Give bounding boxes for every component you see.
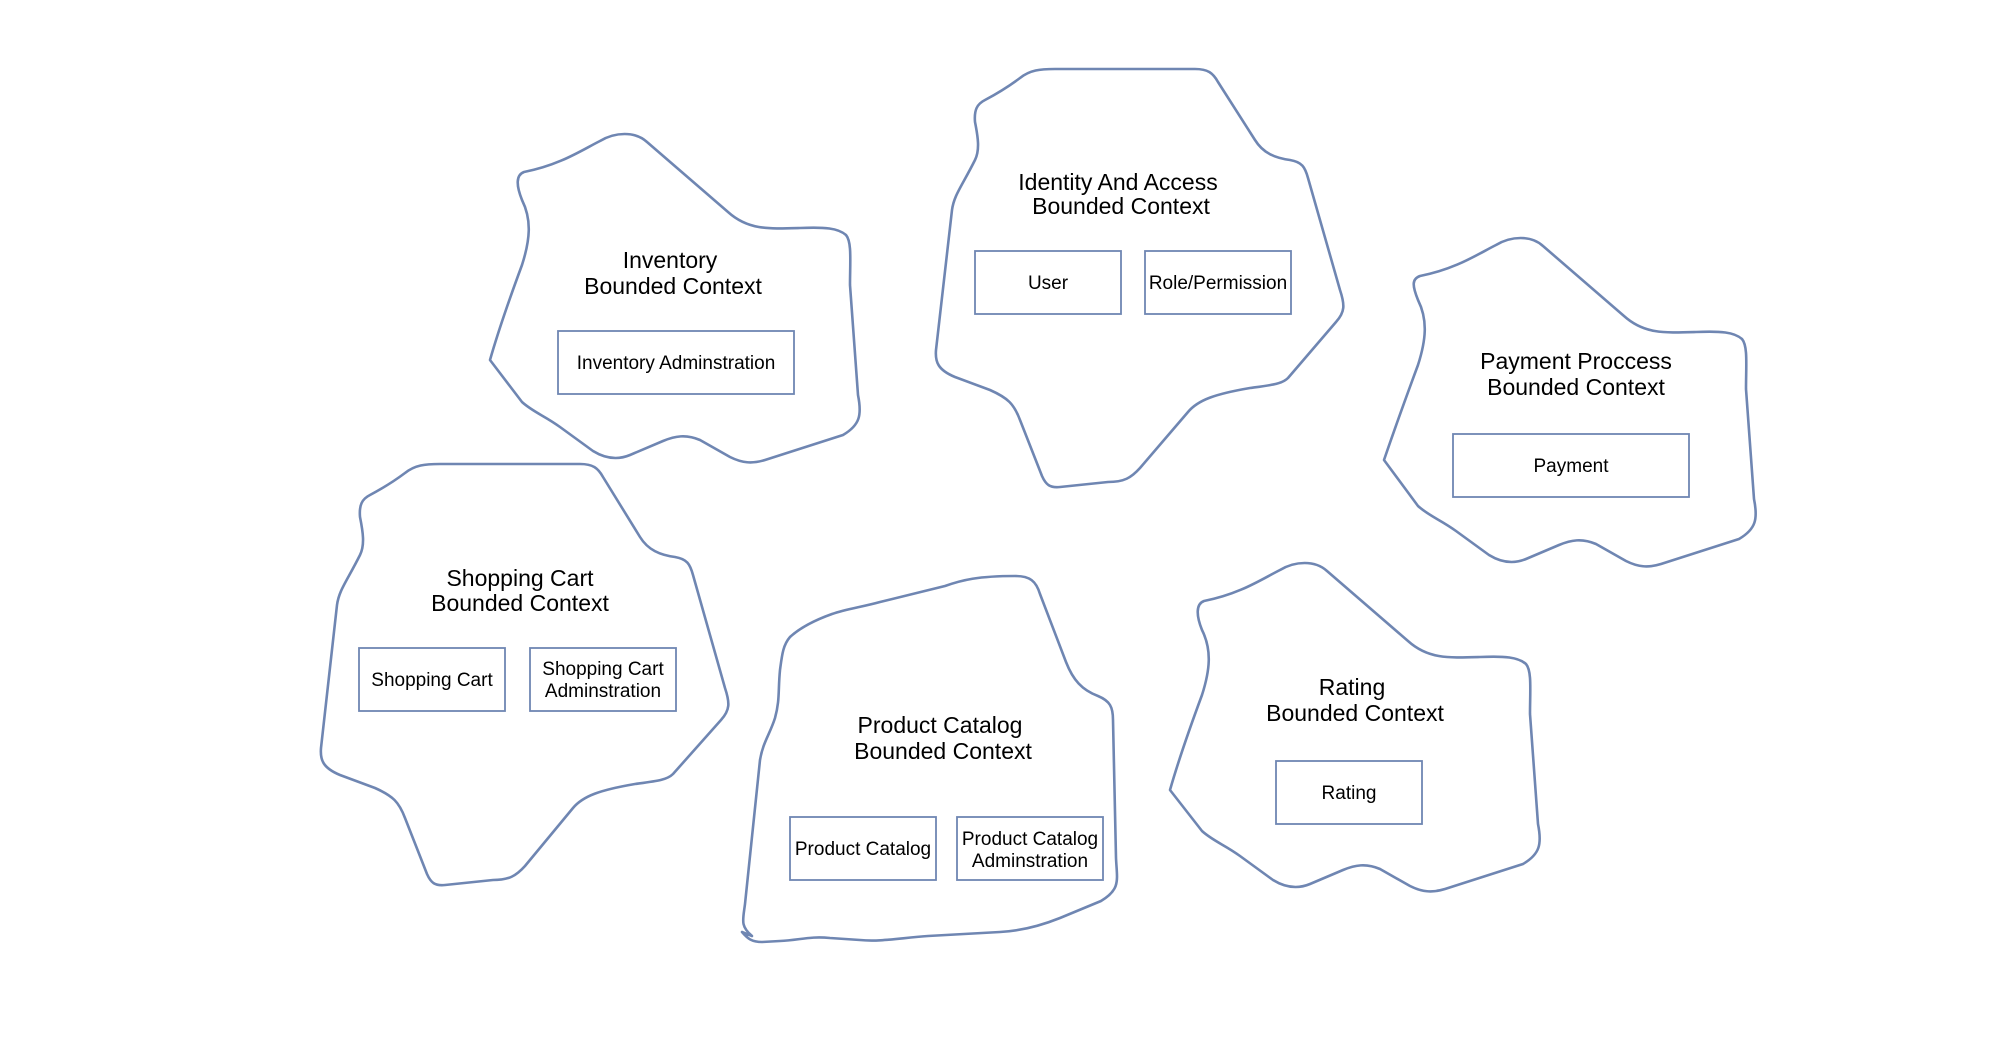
module-box[interactable]: Payment xyxy=(1452,433,1690,498)
module-box-frame xyxy=(1275,760,1423,825)
context-shopping-cart-outline xyxy=(319,462,730,887)
context-title-line: Inventory xyxy=(623,247,718,273)
module-label: Shopping Cart xyxy=(542,659,664,680)
module-box[interactable]: Shopping Cart Adminstration xyxy=(529,647,677,712)
context-identity-access-outline xyxy=(934,67,1345,489)
context-rating: Rating Bounded Context Rating xyxy=(1168,561,1542,893)
context-title-line: Bounded Context xyxy=(1487,374,1665,400)
module-label: User xyxy=(1028,273,1069,294)
module-box[interactable]: Shopping Cart xyxy=(358,647,506,712)
module-box-frame xyxy=(529,647,677,712)
context-payment: Payment Proccess Bounded Context Payment xyxy=(1382,236,1758,568)
context-title-line: Bounded Context xyxy=(1032,193,1210,219)
context-product-catalog: Product Catalog Bounded Context Product … xyxy=(740,574,1119,944)
module-label: Adminstration xyxy=(545,681,661,702)
module-label: Payment xyxy=(1534,456,1610,477)
module-label: Adminstration xyxy=(972,851,1088,872)
context-title-line: Shopping Cart xyxy=(446,565,594,591)
module-label: Inventory Adminstration xyxy=(577,353,776,374)
module-label: Product Catalog xyxy=(962,829,1098,850)
module-box[interactable]: Product Catalog Adminstration xyxy=(956,816,1104,881)
context-title-line: Rating xyxy=(1319,674,1385,700)
module-box[interactable]: Product Catalog xyxy=(789,816,937,881)
module-box[interactable]: Rating xyxy=(1275,760,1423,825)
context-title-line: Product Catalog xyxy=(858,712,1023,738)
context-title-line: Bounded Context xyxy=(431,590,609,616)
module-label: Product Catalog xyxy=(795,839,931,860)
module-box-frame xyxy=(956,816,1104,881)
module-label: Rating xyxy=(1322,783,1377,804)
context-title-line: Bounded Context xyxy=(854,738,1032,764)
context-payment-outline xyxy=(1382,236,1758,568)
context-title-line: Bounded Context xyxy=(584,273,762,299)
context-shopping-cart: Shopping Cart Bounded Context Shopping C… xyxy=(319,462,730,887)
context-rating-outline xyxy=(1168,561,1542,893)
module-box-frame xyxy=(557,330,795,395)
module-box[interactable]: Inventory Adminstration xyxy=(557,330,795,395)
module-label: Role/Permission xyxy=(1149,273,1287,294)
module-label: Shopping Cart xyxy=(371,670,493,691)
module-box[interactable]: User xyxy=(974,250,1122,315)
module-box-frame xyxy=(1452,433,1690,498)
context-inventory: Inventory Bounded Context Inventory Admi… xyxy=(488,132,862,464)
context-title-line: Bounded Context xyxy=(1266,700,1444,726)
context-title-line: Identity And Access xyxy=(1018,169,1217,195)
module-box-frame xyxy=(358,647,506,712)
module-box-frame xyxy=(974,250,1122,315)
module-box-frame xyxy=(1144,250,1292,315)
context-identity-access: Identity And Access Bounded Context User… xyxy=(934,67,1345,489)
context-title-line: Payment Proccess xyxy=(1480,348,1672,374)
module-box[interactable]: Role/Permission xyxy=(1144,250,1292,315)
module-box-frame xyxy=(789,816,937,881)
